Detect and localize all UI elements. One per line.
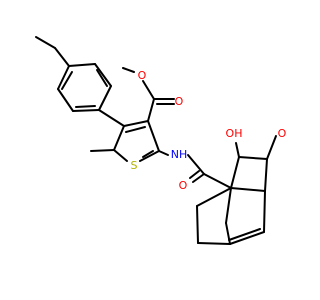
- bond: [61, 71, 73, 90]
- bond: [147, 98, 155, 122]
- bond: [72, 109, 100, 112]
- bond: [230, 187, 266, 192]
- bond: [98, 85, 112, 111]
- bond: [238, 156, 268, 160]
- acid-o-label: O: [278, 127, 287, 140]
- bond: [203, 173, 232, 189]
- bond: [96, 69, 108, 87]
- bond: [158, 150, 169, 156]
- bond: [113, 125, 125, 151]
- bond: [98, 109, 125, 127]
- bond: [228, 228, 261, 241]
- bond: [235, 142, 240, 158]
- bond: [225, 187, 232, 224]
- bond: [57, 88, 74, 112]
- bond: [90, 149, 115, 152]
- atom-labels: O O NH O OH O S: [131, 69, 287, 192]
- bond: [187, 154, 205, 175]
- bond: [192, 173, 205, 183]
- bond: [263, 190, 266, 233]
- bond: [125, 126, 146, 133]
- bond: [196, 205, 199, 244]
- bond: [113, 149, 128, 162]
- bond: [94, 63, 112, 87]
- bond: [264, 158, 268, 192]
- bond: [230, 156, 240, 189]
- ester-o-upper-label: O: [138, 69, 147, 82]
- bond: [123, 120, 149, 127]
- bond: [189, 170, 200, 179]
- bond: [75, 105, 96, 108]
- bond: [147, 120, 160, 152]
- thiophene-s-label: S: [131, 159, 138, 172]
- bonds: [35, 36, 277, 245]
- molecule-diagram: O O NH O OH O S: [35, 36, 287, 245]
- bond: [229, 231, 265, 245]
- bond: [54, 47, 70, 67]
- bond: [122, 67, 135, 73]
- molecule-structure: O O NH O OH O S: [35, 36, 287, 245]
- bond: [57, 65, 70, 90]
- bond: [196, 187, 232, 207]
- bond: [266, 135, 277, 160]
- bond: [197, 242, 231, 245]
- ester-o-lower-label: O: [175, 95, 184, 108]
- bond: [139, 150, 160, 162]
- acid-oh-label: OH: [226, 127, 243, 140]
- amide-nh-label: NH: [171, 148, 188, 161]
- amide-o-label: O: [179, 179, 188, 192]
- bond: [68, 63, 96, 67]
- bond: [142, 80, 155, 100]
- bond: [142, 150, 154, 158]
- bond: [35, 36, 56, 49]
